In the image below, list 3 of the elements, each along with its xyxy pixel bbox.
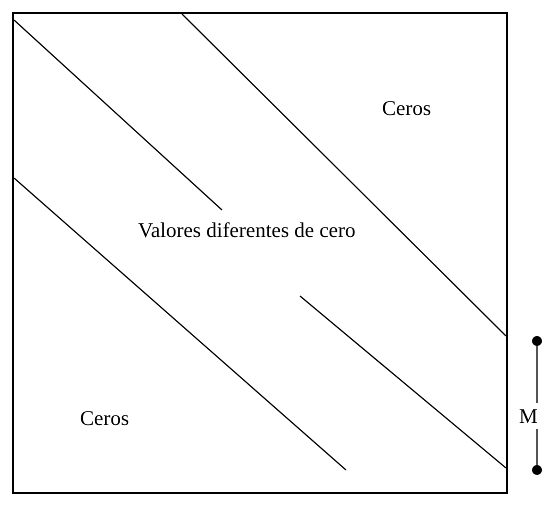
region-label: Ceros	[80, 405, 130, 431]
region-label: Ceros	[382, 95, 432, 121]
region-label: Valores diferentes de cero	[138, 217, 356, 243]
